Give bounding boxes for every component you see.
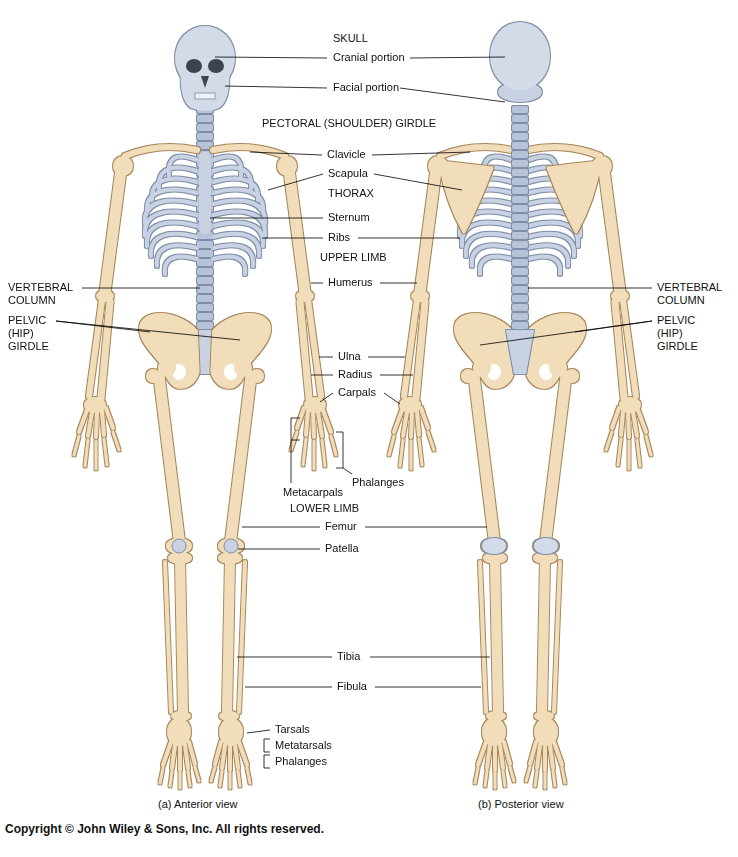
part-label: Fibula — [337, 680, 367, 693]
part-label: Tibia — [337, 650, 360, 663]
part-label: Facial portion — [333, 81, 399, 94]
group-heading: LOWER LIMB — [290, 502, 359, 515]
part-label: Phalanges — [275, 755, 327, 768]
part-label: Ulna — [338, 350, 361, 363]
group-heading: UPPER LIMB — [320, 251, 387, 264]
part-label: Ribs — [328, 231, 350, 244]
copyright-notice: Copyright © John Wiley & Sons, Inc. All … — [5, 822, 324, 836]
group-heading: PECTORAL (SHOULDER) GIRDLE — [262, 117, 436, 130]
group-heading: PELVIC (HIP) GIRDLE — [8, 314, 54, 353]
anterior-skeleton — [74, 26, 336, 788]
posterior-skeleton — [389, 22, 651, 788]
group-heading: PELVIC (HIP) GIRDLE — [657, 314, 703, 353]
part-label: Tarsals — [275, 723, 310, 736]
part-label: Sternum — [328, 211, 370, 224]
part-label: Carpals — [338, 386, 376, 399]
part-label: Phalanges — [352, 476, 404, 489]
part-label: Radius — [338, 368, 372, 381]
part-label: Femur — [325, 520, 357, 533]
view-caption: (b) Posterior view — [478, 798, 564, 811]
part-label: Cranial portion — [333, 51, 405, 64]
part-label: Scapula — [328, 167, 368, 180]
leader-line — [56, 57, 652, 733]
bracket — [264, 418, 352, 768]
part-label: Patella — [325, 542, 359, 555]
group-heading: SKULL — [333, 32, 368, 45]
view-caption: (a) Anterior view — [158, 798, 237, 811]
part-label: Clavicle — [327, 148, 366, 161]
part-label: Metacarpals — [283, 486, 343, 499]
part-label: Humerus — [328, 276, 373, 289]
group-heading: VERTEBRAL COLUMN — [657, 281, 731, 307]
group-heading: THORAX — [328, 187, 374, 200]
part-label: Metatarsals — [275, 739, 332, 752]
group-heading: VERTEBRAL COLUMN — [8, 281, 80, 307]
